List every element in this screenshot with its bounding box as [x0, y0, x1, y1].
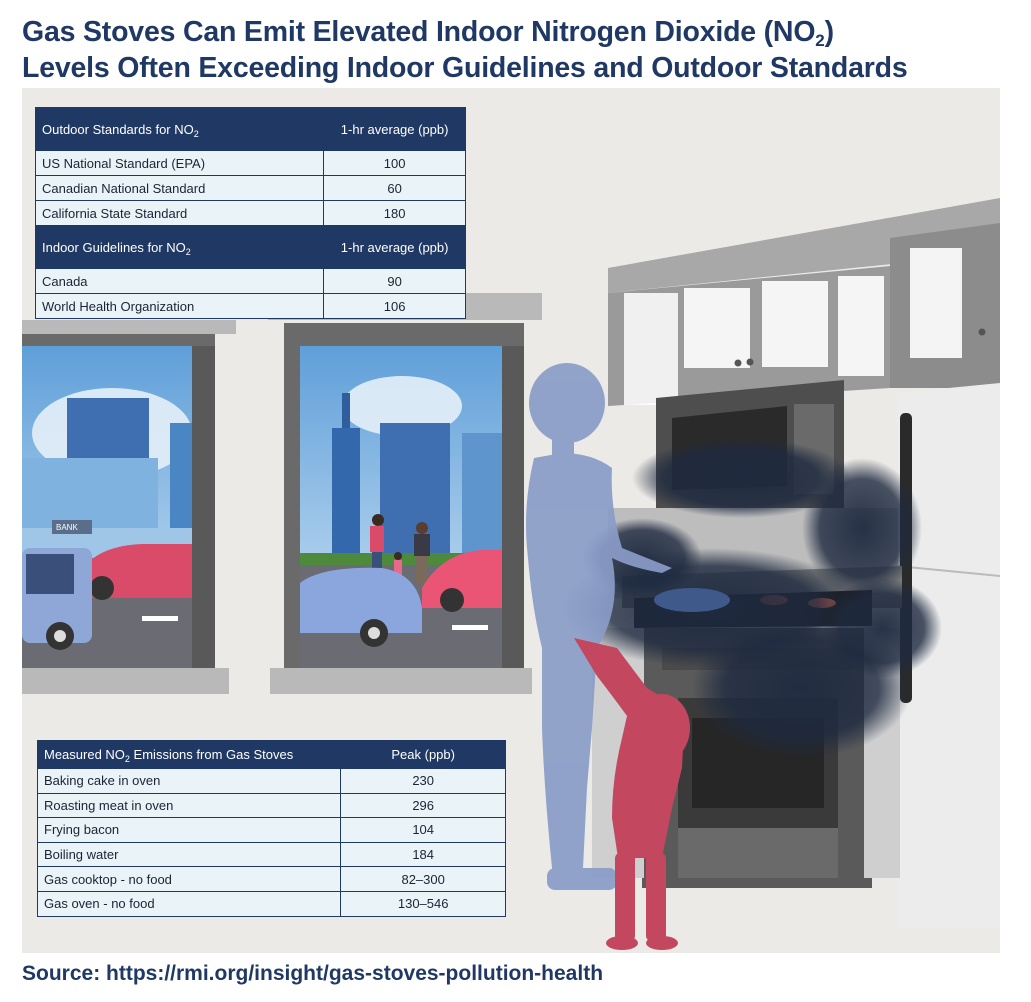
bank-sign-text: BANK [56, 523, 78, 532]
frying-pan [654, 588, 730, 612]
row-value: 82–300 [340, 866, 506, 892]
table-row: Frying bacon 104 [36, 817, 506, 843]
row-label: Boiling water [36, 841, 342, 868]
kitchen-cabinets [608, 198, 1000, 406]
row-label: Gas cooktop - no food [36, 866, 342, 892]
emissions-header: Measured NO2 Emissions from Gas Stoves [36, 740, 342, 769]
table-row: Gas oven - no food 130–546 [36, 890, 506, 917]
adult-silhouette [526, 363, 672, 890]
table-row: World Health Organization 106 [34, 293, 466, 319]
row-label: Gas oven - no food [36, 890, 342, 917]
table-row: California State Standard 180 [34, 200, 466, 226]
outdoor-standards-header-row: Outdoor Standards for NO2 1-hr average (… [34, 107, 466, 151]
window-left: BANK [22, 320, 236, 694]
row-label: Roasting meat in oven [36, 792, 342, 819]
kitchen-scene-graphic: BANK [22, 198, 1000, 950]
row-label: US National Standard (EPA) [34, 150, 325, 176]
title-line-2: Levels Often Exceeding Indoor Guidelines… [22, 52, 908, 84]
row-value: 180 [323, 200, 466, 226]
row-value: 106 [323, 293, 466, 319]
row-value: 184 [340, 841, 506, 868]
row-label: Canada [34, 268, 325, 294]
row-label: Baking cake in oven [36, 768, 342, 794]
table-row: US National Standard (EPA) 100 [34, 150, 466, 176]
outdoor-indoor-standards-table: Outdoor Standards for NO2 1-hr average (… [34, 107, 466, 319]
child-silhouette [574, 638, 690, 950]
peak-value-header: Peak (ppb) [340, 740, 506, 769]
row-value: 296 [340, 792, 506, 819]
row-label: California State Standard [34, 200, 325, 226]
row-label: World Health Organization [34, 293, 325, 319]
page-title: Gas Stoves Can Emit Elevated Indoor Nitr… [22, 14, 1012, 86]
indoor-value-header: 1-hr average (ppb) [323, 225, 466, 269]
kitchen-illustration: BANK [22, 88, 1000, 953]
indoor-guidelines-header: Indoor Guidelines for NO2 [34, 225, 325, 269]
measured-emissions-table: Measured NO2 Emissions from Gas Stoves P… [36, 740, 506, 917]
table-row: Baking cake in oven 230 [36, 768, 506, 794]
outdoor-standards-header: Outdoor Standards for NO2 [34, 107, 325, 151]
source-citation: Source: https://rmi.org/insight/gas-stov… [22, 962, 604, 985]
row-value: 100 [323, 150, 466, 176]
table-row: Gas cooktop - no food 82–300 [36, 866, 506, 892]
outdoor-value-header: 1-hr average (ppb) [323, 107, 466, 151]
row-label: Canadian National Standard [34, 175, 325, 201]
table-row: Boiling water 184 [36, 841, 506, 868]
emissions-header-row: Measured NO2 Emissions from Gas Stoves P… [36, 740, 506, 769]
row-value: 130–546 [340, 890, 506, 917]
table-row: Canadian National Standard 60 [34, 175, 466, 201]
row-value: 104 [340, 817, 506, 843]
indoor-guidelines-header-row: Indoor Guidelines for NO2 1-hr average (… [34, 225, 466, 269]
row-value: 230 [340, 768, 506, 794]
table-row: Roasting meat in oven 296 [36, 792, 506, 819]
row-value: 90 [323, 268, 466, 294]
title-line-1: Gas Stoves Can Emit Elevated Indoor Nitr… [22, 16, 834, 50]
row-label: Frying bacon [36, 817, 342, 843]
row-value: 60 [323, 175, 466, 201]
window-right [268, 293, 542, 694]
table-row: Canada 90 [34, 268, 466, 294]
